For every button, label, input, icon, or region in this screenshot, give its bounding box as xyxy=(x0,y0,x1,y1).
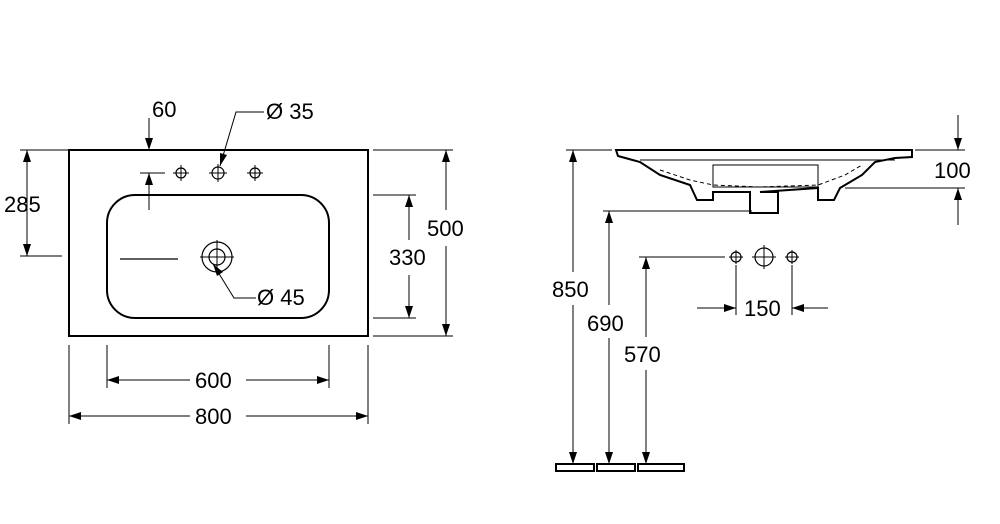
dim-overall-depth: 500 xyxy=(373,149,464,337)
dim-rim-height-label: 850 xyxy=(552,277,589,302)
dim-drain: Ø 45 xyxy=(212,263,305,310)
dim-bowl-depth-label: 330 xyxy=(389,245,426,270)
dim-overall-width: 800 xyxy=(68,345,369,429)
dim-overall-width-label: 800 xyxy=(195,404,232,429)
dim-tap-hole-label: Ø 35 xyxy=(266,99,314,124)
floor-blocks xyxy=(555,463,685,472)
dim-drain-label: Ø 45 xyxy=(257,285,305,310)
dim-supply-height-label: 570 xyxy=(624,342,661,367)
dim-hole-offset: 60 xyxy=(140,97,176,210)
dim-drain-height: 690 xyxy=(587,210,752,464)
dim-depth-to-hole: 285 xyxy=(4,149,69,257)
dim-rim-height: 850 xyxy=(552,149,612,464)
dim-rim-thickness-label: 100 xyxy=(934,158,971,183)
dim-bowl-width: 600 xyxy=(106,345,330,393)
dim-bowl-depth: 330 xyxy=(373,194,426,319)
dim-drain-height-label: 690 xyxy=(587,311,624,336)
dim-tap-hole: Ø 35 xyxy=(219,99,314,167)
tap-holes xyxy=(173,164,263,182)
dim-supply-height: 570 xyxy=(624,256,725,464)
dim-rim-thickness: 100 xyxy=(845,115,971,225)
top-view: 60 Ø 35 285 500 xyxy=(4,97,464,429)
basin-profile xyxy=(614,149,913,214)
dim-supply-spacing-label: 150 xyxy=(744,296,781,321)
dim-bowl-width-label: 600 xyxy=(195,368,232,393)
side-view: 100 850 690 570 xyxy=(552,115,971,472)
bowl-outline xyxy=(106,194,330,319)
dim-supply-spacing: 150 xyxy=(697,265,828,321)
dim-depth-to-hole-label: 285 xyxy=(4,192,41,217)
supply-holes xyxy=(729,245,799,269)
basin-outline xyxy=(68,149,369,337)
dim-hole-offset-label: 60 xyxy=(152,97,176,122)
dim-overall-depth-label: 500 xyxy=(427,216,464,241)
